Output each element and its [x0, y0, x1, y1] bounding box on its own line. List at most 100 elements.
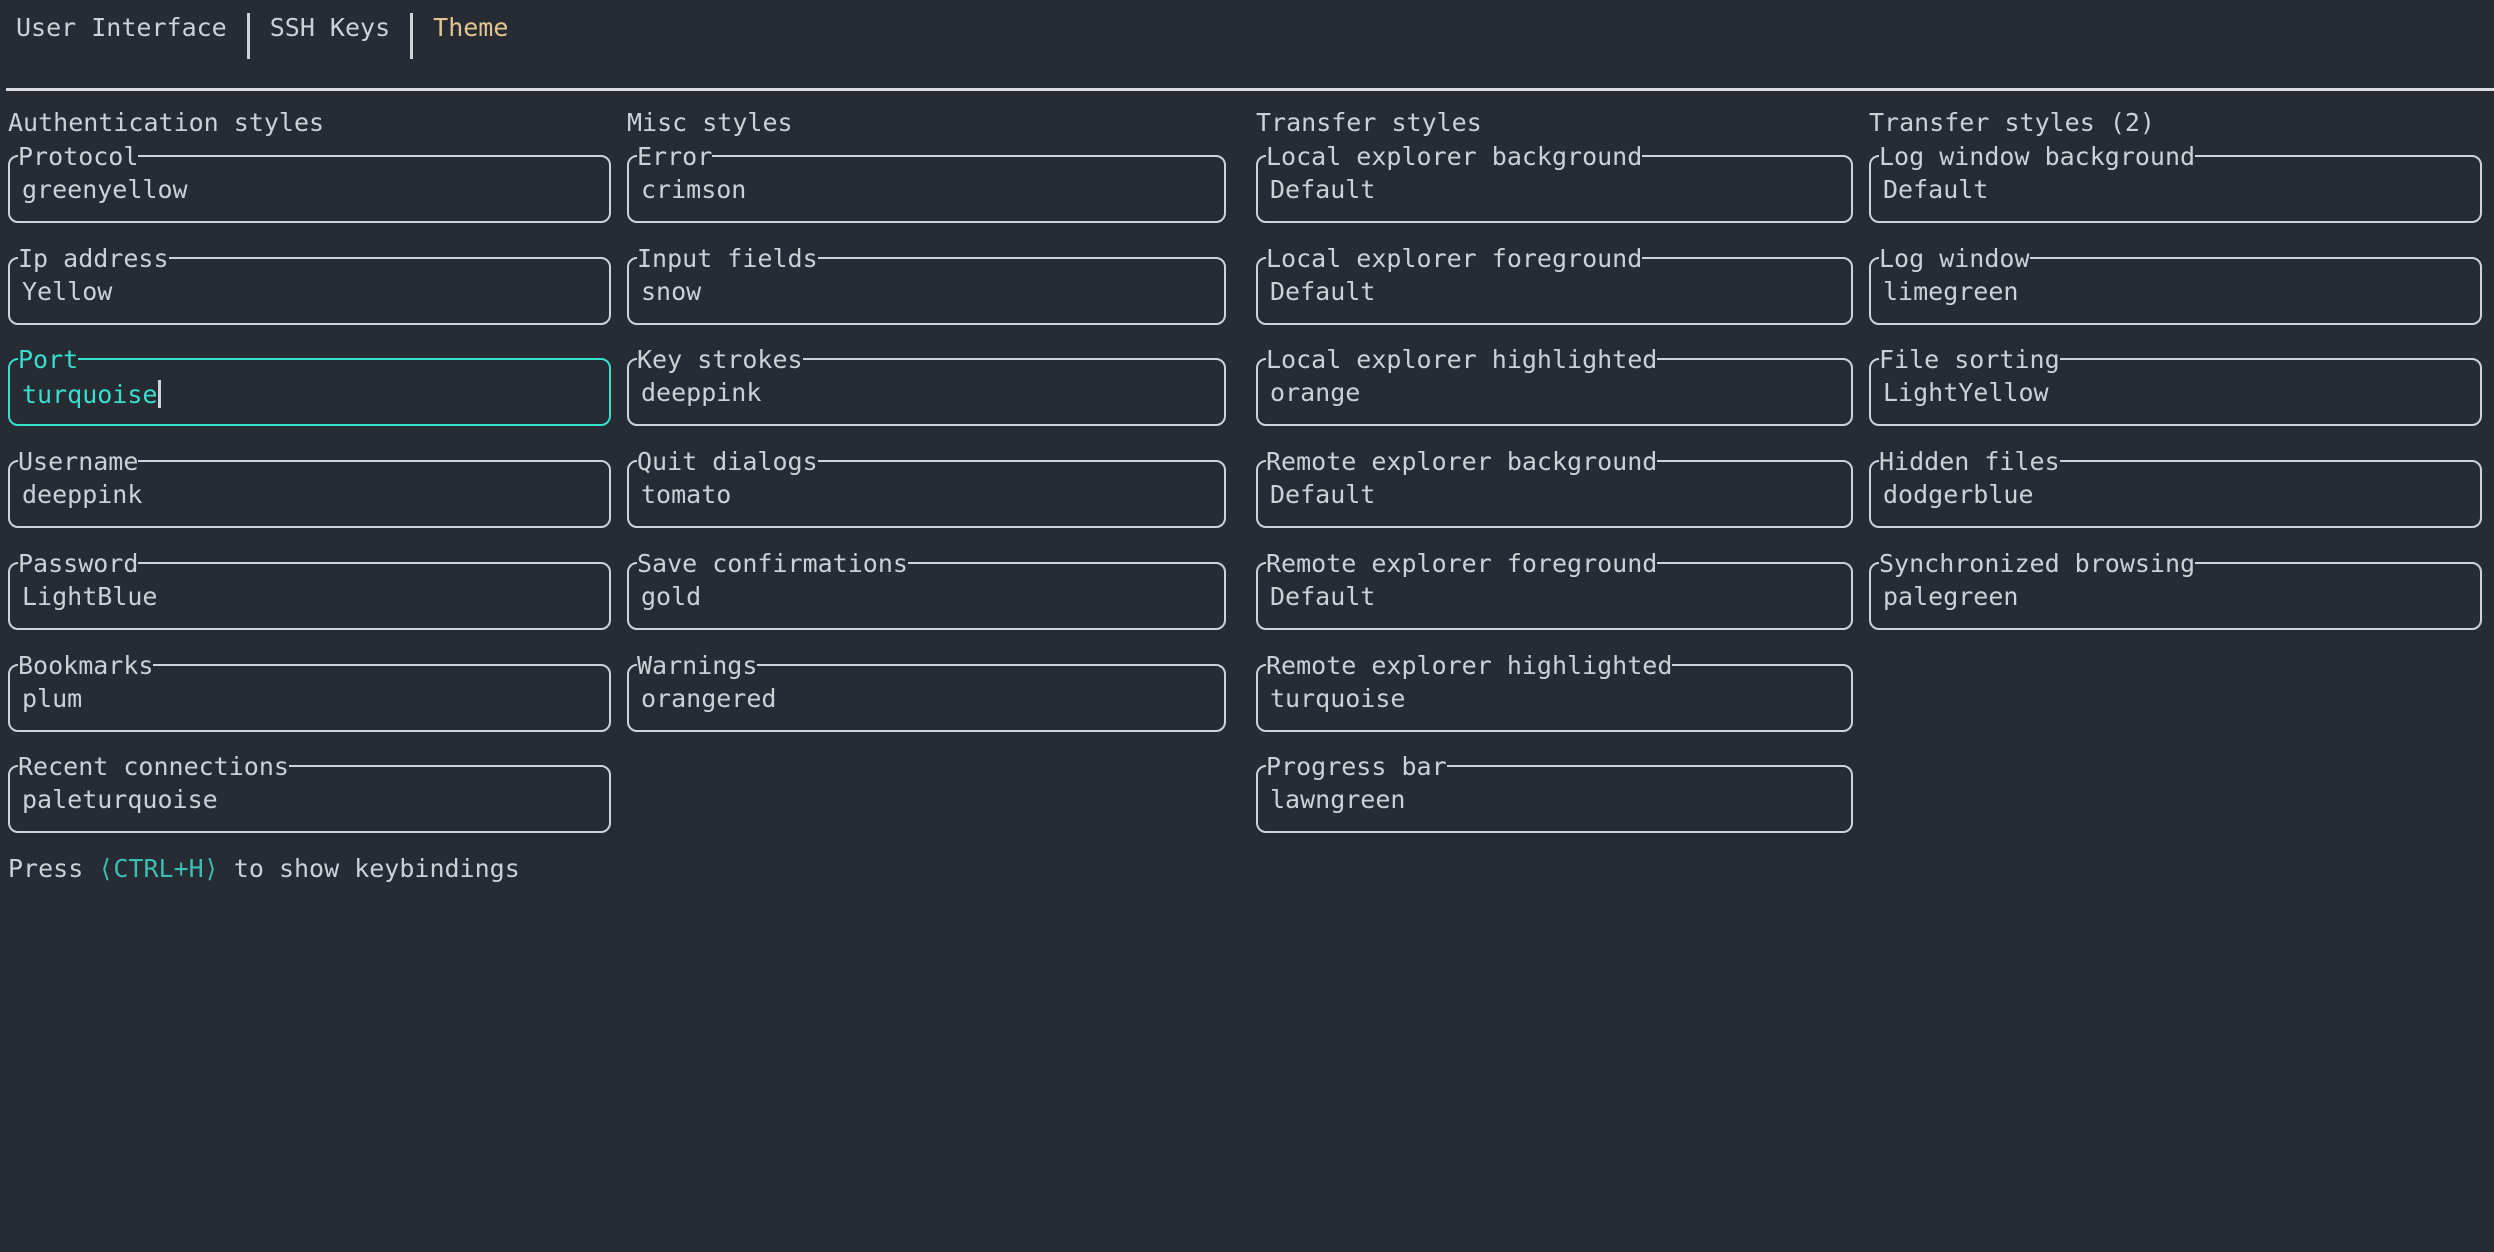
field-username[interactable]: Username deeppink: [8, 449, 611, 528]
field-value-text: Yellow: [22, 277, 113, 306]
field-value-text: dodgerblue: [1883, 480, 2034, 509]
field-progress-bar[interactable]: Progress bar lawngreen: [1256, 754, 1853, 833]
field-label: Local explorer highlighted: [1266, 345, 1658, 374]
field-label: Recent connections: [18, 752, 289, 781]
field-input-fields[interactable]: Input fields snow: [627, 246, 1226, 325]
field-value-text: orangered: [641, 684, 777, 713]
field-value: palegreen: [1883, 584, 2018, 610]
field-value-text: gold: [641, 582, 702, 611]
field-value-text: lawngreen: [1270, 785, 1406, 814]
tabbar: User Interface SSH Keys Theme: [16, 13, 508, 61]
column-header-misc-styles: Misc styles: [627, 108, 793, 137]
field-value: snow: [641, 279, 701, 305]
tab-theme[interactable]: Theme: [433, 13, 509, 42]
field-label: Hidden files: [1879, 447, 2060, 476]
field-value: turquoise: [1270, 686, 1405, 712]
field-value-text: Default: [1270, 175, 1376, 204]
field-label: File sorting: [1879, 345, 2060, 374]
field-value-text: Default: [1270, 582, 1376, 611]
field-label: Ip address: [18, 244, 169, 273]
column-header-transfer-styles-2: Transfer styles (2): [1869, 108, 2155, 137]
field-value-text: Default: [1270, 480, 1376, 509]
field-value: Default: [1270, 482, 1375, 508]
field-value: Default: [1270, 279, 1375, 305]
field-value-text: orange: [1270, 378, 1361, 407]
field-value: orange: [1270, 380, 1360, 406]
field-value-text: LightYellow: [1883, 378, 2049, 407]
field-value: orangered: [641, 686, 776, 712]
field-label: Progress bar: [1266, 752, 1447, 781]
field-value-text: snow: [641, 277, 702, 306]
field-value: deeppink: [22, 482, 142, 508]
tab-ssh-keys[interactable]: SSH Keys: [269, 13, 391, 42]
field-value: turquoise: [22, 380, 162, 408]
field-value: LightYellow: [1883, 380, 2049, 406]
field-bookmarks[interactable]: Bookmarks plum: [8, 653, 611, 732]
field-value-text: crimson: [641, 175, 747, 204]
field-value-text: paleturquoise: [22, 785, 218, 814]
field-label: Bookmarks: [18, 651, 154, 680]
field-value: limegreen: [1883, 279, 2018, 305]
field-value: Default: [1270, 584, 1375, 610]
field-key-strokes[interactable]: Key strokes deeppink: [627, 347, 1226, 426]
field-value: Default: [1270, 177, 1375, 203]
column-header-authentication-styles: Authentication styles: [8, 108, 325, 137]
field-value-text: LightBlue: [22, 582, 158, 611]
field-value: gold: [641, 584, 701, 610]
field-label: Local explorer background: [1266, 142, 1643, 171]
field-value: Yellow: [22, 279, 112, 305]
column-header-transfer-styles: Transfer styles: [1256, 108, 1482, 137]
field-label: Key strokes: [637, 345, 803, 374]
field-label: Log window background: [1879, 142, 2196, 171]
field-label: Quit dialogs: [637, 447, 818, 476]
field-remote-explorer-highlighted[interactable]: Remote explorer highlighted turquoise: [1256, 653, 1853, 732]
field-value-text: deeppink: [22, 480, 143, 509]
field-value: deeppink: [641, 380, 761, 406]
keybindings-hint-suffix: to show keybindings: [218, 854, 520, 883]
field-synchronized-browsing[interactable]: Synchronized browsing palegreen: [1869, 551, 2482, 630]
field-label: Error: [637, 142, 713, 171]
keybindings-hint-prefix: Press: [8, 854, 99, 883]
field-local-explorer-highlighted[interactable]: Local explorer highlighted orange: [1256, 347, 1853, 426]
field-label: Input fields: [637, 244, 818, 273]
field-value: lawngreen: [1270, 787, 1405, 813]
field-label: Synchronized browsing: [1879, 549, 2196, 578]
field-value: paleturquoise: [22, 787, 218, 813]
field-recent-connections[interactable]: Recent connections paleturquoise: [8, 754, 611, 833]
field-value: LightBlue: [22, 584, 157, 610]
field-value: dodgerblue: [1883, 482, 2034, 508]
field-label: Remote explorer highlighted: [1266, 651, 1673, 680]
field-value-text: turquoise: [1270, 684, 1406, 713]
keybinding-ctrl-h: ⟨CTRL+H⟩: [98, 854, 219, 883]
field-value: plum: [22, 686, 82, 712]
tab-separator: [246, 13, 250, 59]
field-value-text: palegreen: [1883, 582, 2019, 611]
keybindings-hint: Press ⟨CTRL+H⟩ to show keybindings: [8, 856, 520, 882]
field-error[interactable]: Error crimson: [627, 144, 1226, 223]
field-port[interactable]: Port turquoise: [8, 347, 611, 426]
field-label: Remote explorer background: [1266, 447, 1658, 476]
field-label: Password: [18, 549, 139, 578]
field-hidden-files[interactable]: Hidden files dodgerblue: [1869, 449, 2482, 528]
field-label: Username: [18, 447, 139, 476]
tab-user-interface[interactable]: User Interface: [16, 13, 227, 42]
field-value-text: Default: [1270, 277, 1376, 306]
field-value-text: plum: [22, 684, 83, 713]
field-value: greenyellow: [22, 177, 188, 203]
field-label: Port: [18, 345, 79, 374]
field-value: Default: [1883, 177, 1988, 203]
